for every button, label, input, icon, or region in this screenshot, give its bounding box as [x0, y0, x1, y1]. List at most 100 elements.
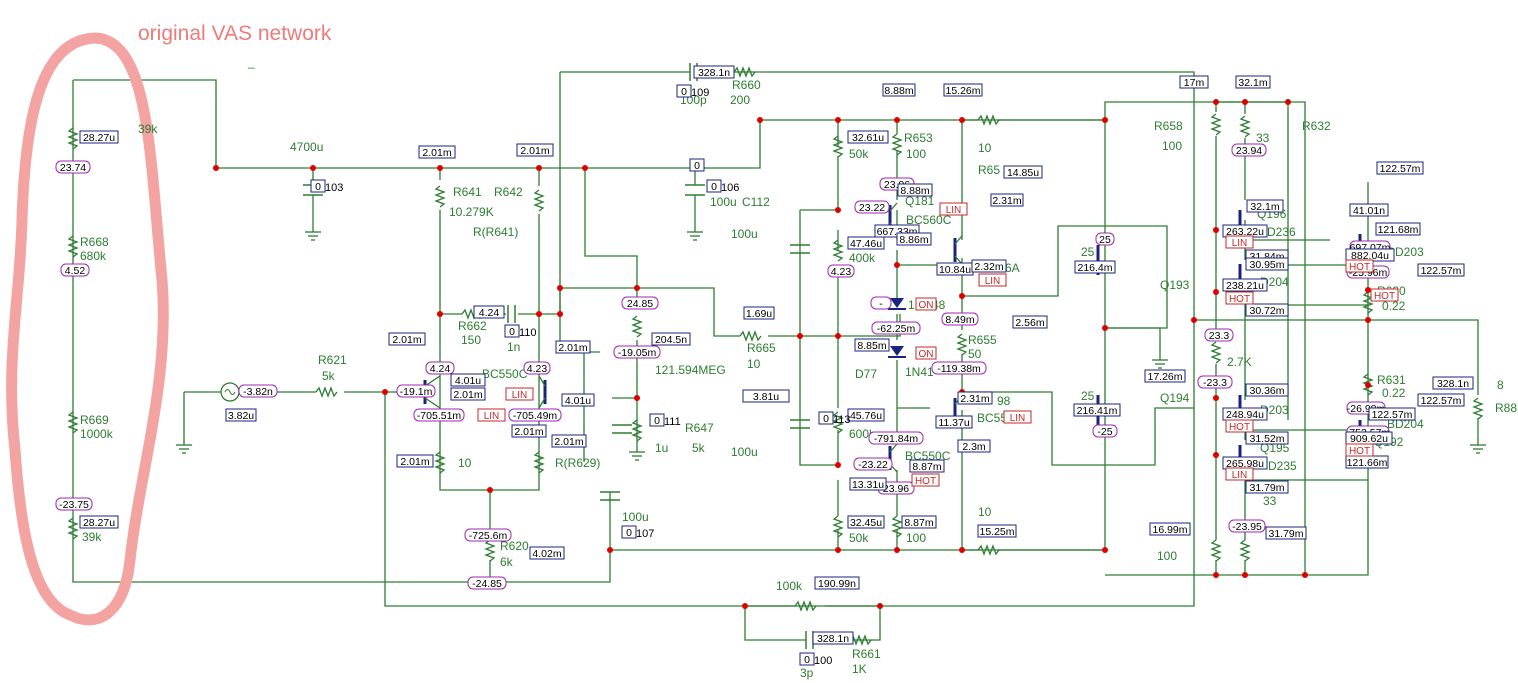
q-6a — [953, 235, 963, 265]
c106 — [685, 184, 705, 196]
current-probe: 0 — [504, 324, 520, 338]
current-probe: 32.1m — [1235, 75, 1271, 89]
voltage-probe: -62.25m — [871, 321, 921, 335]
r-10 — [434, 451, 446, 474]
current-probe: 4.01u — [450, 373, 486, 387]
q-input-right — [538, 375, 547, 409]
component-label: R620 — [500, 539, 529, 553]
junction-node — [382, 389, 388, 395]
svg-text:2.01m: 2.01m — [514, 426, 543, 438]
component-label: 10 — [978, 141, 992, 155]
component-label: 6A — [1005, 261, 1020, 275]
current-probe: 0 — [799, 652, 815, 666]
voltage-probe: -705.51m — [413, 408, 465, 422]
status-badge: LIN — [477, 408, 506, 422]
capacitor-number: 110 — [519, 327, 537, 339]
current-probe: 11.37u — [935, 415, 973, 429]
svg-text:4.24: 4.24 — [430, 363, 451, 375]
current-probe: 190.99n — [814, 576, 860, 590]
status-badge: HOT — [1345, 443, 1374, 457]
current-probe: 47.46u — [847, 236, 885, 250]
component-label: 10 — [978, 505, 992, 519]
component-label: 10.279K — [449, 205, 494, 219]
capacitor-number: 106 — [721, 182, 739, 194]
svg-text:0: 0 — [823, 413, 829, 425]
current-probe: 263.22u — [1222, 224, 1268, 238]
current-probe: 2.31m — [957, 391, 993, 405]
svg-text:3.82u: 3.82u — [228, 410, 254, 422]
status-badge: HOT — [1225, 291, 1254, 305]
voltage-probe: -791.84m — [868, 431, 924, 445]
voltage-probe: 4.23 — [523, 361, 551, 375]
component-label: R(R629) — [555, 456, 600, 470]
r647-pot — [631, 419, 643, 442]
voltage-probe: -19.05m — [613, 345, 661, 359]
svg-text:882.04u: 882.04u — [1351, 250, 1389, 262]
status-badge: LIN — [1003, 410, 1032, 424]
component-label: Q194 — [1160, 391, 1190, 405]
svg-text:23.94: 23.94 — [1236, 145, 1262, 157]
component-label: 10 — [747, 357, 761, 371]
current-probe: 121.68m — [1375, 222, 1421, 236]
junction-node — [1191, 317, 1197, 323]
junction-node — [959, 547, 965, 553]
svg-text:2.31m: 2.31m — [992, 195, 1021, 207]
diodes — [888, 298, 906, 358]
status-badge: LIN — [1225, 467, 1254, 481]
svg-text:ON: ON — [919, 300, 934, 311]
r642 — [533, 189, 545, 212]
current-probe: 2.01m — [551, 434, 587, 448]
current-probe: 17.26m — [1144, 369, 1186, 383]
current-probe: 2.32m — [971, 259, 1007, 273]
r-100-bot — [891, 515, 903, 538]
junction-node — [835, 207, 841, 213]
current-probe: 41.01n — [1349, 203, 1389, 217]
component-label: C112 — [742, 195, 770, 209]
status-badge: HOT — [911, 473, 940, 487]
svg-text:17m: 17m — [1184, 77, 1205, 89]
svg-text:32.1m: 32.1m — [1238, 77, 1267, 89]
voltage-probe: 23.96 — [877, 481, 915, 495]
svg-text:4.01u: 4.01u — [565, 395, 591, 407]
current-probe: 0 — [621, 525, 637, 539]
svg-text:121.68m: 121.68m — [1378, 224, 1419, 236]
vas-highlight-loop — [6, 32, 169, 626]
current-probe: 0 — [676, 84, 692, 98]
current-probe: 121.66m — [1345, 455, 1389, 469]
r630 — [1362, 291, 1374, 314]
component-label: BD203 — [1387, 245, 1424, 259]
junction-node — [1213, 289, 1219, 295]
component-label: 6k — [500, 555, 514, 569]
svg-text:0: 0 — [626, 527, 632, 539]
component-label: 98 — [997, 394, 1011, 408]
current-probe: 328.1n — [812, 631, 854, 645]
current-probe: 122.57m — [1417, 263, 1465, 277]
current-probe: 2.01m — [418, 145, 456, 159]
capacitor-number: 103 — [325, 182, 343, 194]
svg-text:0: 0 — [681, 86, 687, 98]
component-label: 1000k — [80, 427, 114, 441]
voltage-probe: 8.49m — [941, 312, 979, 326]
current-probe: 14.85u — [1003, 165, 1043, 179]
current-probe: 13.31u — [849, 477, 887, 491]
component-label: 100 — [906, 147, 926, 161]
current-probe: 0 — [706, 179, 722, 193]
svg-text:216.4m: 216.4m — [1077, 262, 1112, 274]
component-label: R632 — [1302, 119, 1331, 133]
component-label: R669 — [80, 413, 109, 427]
signal-source — [220, 382, 240, 402]
svg-text:4.24: 4.24 — [479, 307, 500, 319]
svg-text:4.01u: 4.01u — [455, 375, 481, 387]
junction-node — [310, 165, 316, 171]
junction-node — [487, 487, 493, 493]
junction-node — [1302, 572, 1308, 578]
r669 — [67, 411, 79, 434]
junction-node — [877, 603, 883, 609]
component-label: Q193 — [1160, 278, 1190, 292]
svg-text:-705.49m: -705.49m — [513, 410, 558, 422]
current-probe: 45.76u — [847, 408, 885, 422]
svg-text:3.81u: 3.81u — [753, 391, 779, 403]
c110 — [507, 305, 516, 323]
component-label: R647 — [685, 421, 714, 435]
svg-text:121.66m: 121.66m — [1347, 457, 1388, 469]
